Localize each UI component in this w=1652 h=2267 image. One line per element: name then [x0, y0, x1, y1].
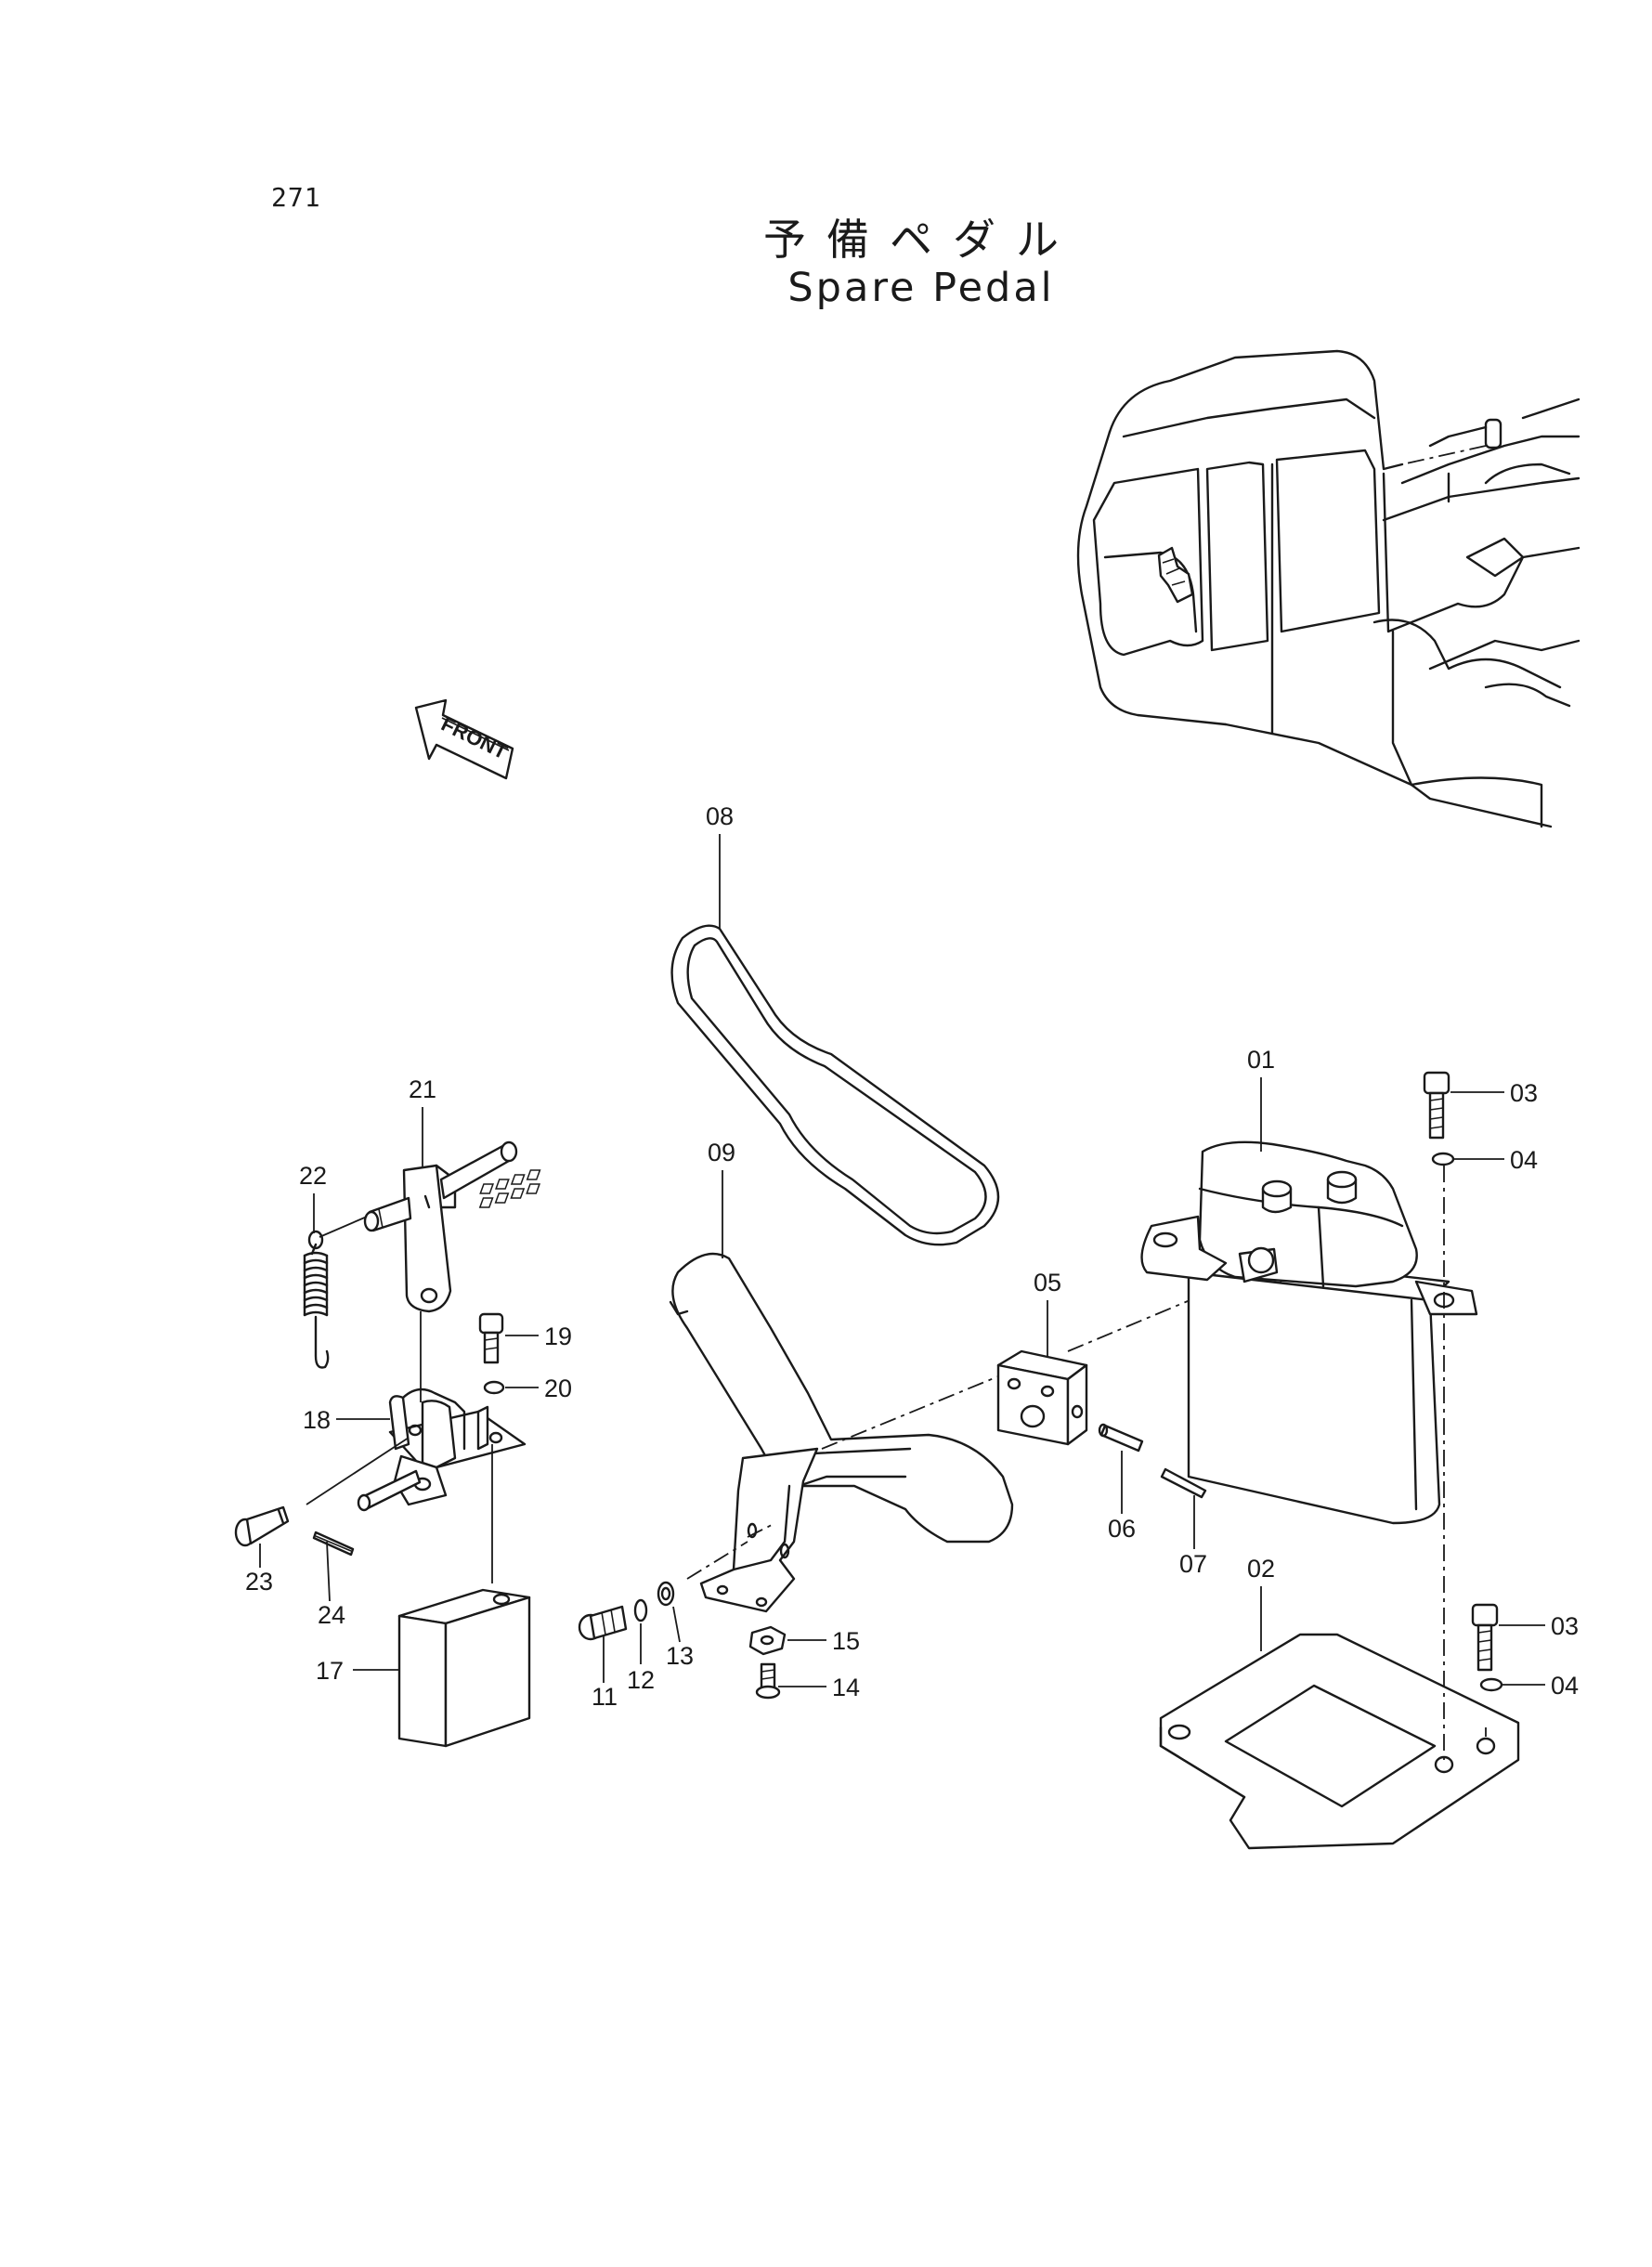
callout-24: 24: [318, 1601, 345, 1629]
part-04-washer-lower: [1479, 1677, 1503, 1692]
part-20-washer: [483, 1380, 505, 1395]
part-22-spring: [303, 1216, 368, 1369]
callout-11: 11: [592, 1683, 618, 1711]
callout-13: 13: [666, 1642, 694, 1670]
callout-02: 02: [1247, 1555, 1275, 1583]
callout-03-lower: 03: [1551, 1612, 1579, 1640]
part-23-pin: [234, 1505, 290, 1547]
title-english: Spare Pedal: [787, 265, 1055, 311]
part-04-washer-upper: [1431, 1152, 1455, 1166]
callout-23: 23: [245, 1568, 273, 1596]
pedal-location-marker: [1157, 546, 1194, 604]
part-02-mounting-plate: [1159, 1633, 1520, 1850]
callout-09: 09: [708, 1139, 735, 1166]
callout-03-upper: 03: [1510, 1079, 1538, 1107]
callout-04-lower: 04: [1551, 1672, 1579, 1700]
part-24-cotter-pin: [312, 1531, 355, 1557]
part-03-bolt-upper: [1423, 1071, 1450, 1140]
page-number: 271: [271, 182, 321, 213]
callout-06: 06: [1108, 1515, 1136, 1543]
part-08-pedal-rubber: [478, 924, 1000, 1246]
callout-21: 21: [409, 1075, 436, 1103]
part-17-block: [397, 1588, 531, 1748]
front-direction-arrow: FRONT: [414, 698, 514, 780]
part-12-spring-washer: [633, 1598, 648, 1622]
part-05-block: [996, 1349, 1088, 1446]
part-01-pilot-valve: [1140, 1140, 1478, 1525]
callout-22: 22: [299, 1162, 327, 1190]
excavator-cab-illustration: [1076, 349, 1580, 828]
callout-15: 15: [832, 1627, 860, 1655]
part-11-bolt: [578, 1605, 628, 1641]
callout-05: 05: [1034, 1269, 1061, 1296]
callout-14: 14: [832, 1674, 860, 1701]
callout-07: 07: [1179, 1550, 1207, 1578]
title-japanese: 予備ペダル: [763, 215, 1079, 265]
part-13-washer: [657, 1581, 675, 1607]
part-15-nut: [748, 1625, 787, 1656]
callout-20: 20: [544, 1375, 572, 1402]
callout-12: 12: [627, 1666, 655, 1694]
callout-01: 01: [1247, 1046, 1275, 1074]
part-21-lever: [363, 1140, 518, 1313]
part-18-bracket: [357, 1388, 527, 1512]
part-06-pin: [1098, 1423, 1144, 1453]
part-07-spring-pin: [1160, 1467, 1207, 1499]
part-09-pedal-assembly: [669, 1252, 1014, 1613]
callout-18: 18: [303, 1406, 331, 1434]
callout-04-upper: 04: [1510, 1146, 1538, 1174]
part-03-bolt-lower: [1471, 1603, 1499, 1672]
part-14-screw: [755, 1662, 781, 1700]
part-19-bolt: [478, 1312, 504, 1364]
callout-17: 17: [316, 1657, 344, 1685]
callout-19: 19: [544, 1322, 572, 1350]
callout-08: 08: [706, 802, 734, 830]
